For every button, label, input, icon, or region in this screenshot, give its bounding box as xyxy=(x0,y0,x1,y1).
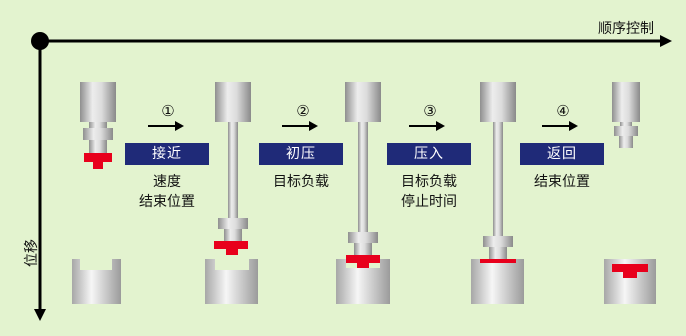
press-rod xyxy=(358,122,368,232)
press-rod-lower xyxy=(619,136,633,148)
axes xyxy=(31,32,672,321)
y-axis-arrowhead xyxy=(34,309,46,321)
press-tip xyxy=(346,255,380,263)
die-block xyxy=(72,259,121,304)
step-1-number: ① xyxy=(161,102,175,120)
press-collar xyxy=(83,128,113,140)
step-1-desc-line-2: 结束位置 xyxy=(139,194,195,210)
die-block xyxy=(205,259,258,304)
press-rod-lower xyxy=(354,243,372,255)
pressed-part xyxy=(612,264,648,272)
step-4-number: ④ xyxy=(556,102,570,120)
step-3-desc-line-2: 停止时间 xyxy=(401,194,457,210)
step-2-arrowhead xyxy=(309,121,318,131)
press-cylinder xyxy=(215,82,251,122)
press-stage-4 xyxy=(480,82,516,275)
die-block xyxy=(471,259,524,304)
workpiece-4 xyxy=(471,259,524,304)
step-2-phase: 初压 xyxy=(259,143,343,165)
press-cylinder xyxy=(480,82,516,122)
x-axis-arrowhead xyxy=(660,35,672,47)
die-block xyxy=(336,259,390,304)
press-tip-nose xyxy=(226,249,238,255)
workpiece-1 xyxy=(72,259,121,304)
press-tip xyxy=(214,241,248,249)
step-4-arrowhead xyxy=(569,121,578,131)
step-2-desc-line-1: 目标负载 xyxy=(273,174,329,190)
step-1-desc-line-1: 速度 xyxy=(153,174,181,190)
press-rod xyxy=(89,122,107,128)
press-rod xyxy=(493,122,503,236)
press-cylinder xyxy=(80,82,116,122)
pressed-part-nose xyxy=(623,272,637,278)
press-collar xyxy=(483,236,513,247)
press-stage-1 xyxy=(80,82,116,169)
press-cylinder xyxy=(345,82,381,122)
step-4-desc-line-1: 结束位置 xyxy=(534,174,590,190)
press-rod-lower xyxy=(89,140,107,153)
step-3-phase: 压入 xyxy=(387,143,471,165)
press-collar xyxy=(348,232,378,243)
press-rod xyxy=(228,122,238,218)
workpiece-3 xyxy=(336,259,390,304)
step-3-arrowhead xyxy=(436,121,445,131)
y-axis-label: 位移 xyxy=(24,239,40,267)
x-axis-label: 顺序控制 xyxy=(598,21,654,37)
workpiece-2 xyxy=(205,259,258,304)
press-tip-nose xyxy=(93,162,103,169)
step-3-desc-line-1: 目标负载 xyxy=(401,174,457,190)
press-stage-2 xyxy=(214,82,251,255)
step-1-arrowhead xyxy=(175,121,184,131)
press-cylinder xyxy=(612,82,640,122)
step-2-number: ② xyxy=(296,102,310,120)
press-rod-lower xyxy=(224,229,242,241)
step-3-number: ③ xyxy=(423,102,437,120)
press-tip xyxy=(84,153,112,162)
step-4-phase: 返回 xyxy=(520,143,604,165)
press-stage-5 xyxy=(612,82,640,148)
workpiece-5 xyxy=(604,259,656,304)
press-collar xyxy=(614,126,638,136)
press-rod-lower xyxy=(489,247,507,259)
step-1-phase: 接近 xyxy=(125,143,209,165)
step-arrows xyxy=(148,121,578,131)
press-collar xyxy=(218,218,248,229)
press-rod xyxy=(620,122,632,126)
press-stage-3 xyxy=(345,82,381,270)
press-tip-nose xyxy=(357,263,369,270)
